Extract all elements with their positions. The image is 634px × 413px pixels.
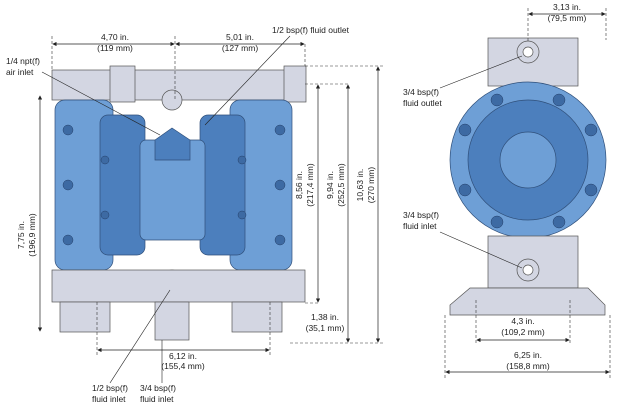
height-left-in: 7,75 in.	[16, 221, 26, 249]
left-foot	[59, 301, 111, 333]
side-outlet-line1: 3/4 bsp(f)	[403, 87, 439, 97]
base-height-mm: (35,1 mm)	[306, 323, 345, 333]
air-inlet-line1: 1/4 npt(f)	[6, 56, 40, 66]
fluid-inlet-tq-line1: 3/4 bsp(f)	[140, 383, 176, 393]
side-view	[449, 37, 607, 316]
bottom-manifold	[51, 269, 306, 303]
side-top-width-in: 3,13 in.	[553, 2, 581, 12]
side-base-width-in: 6,25 in.	[514, 350, 542, 360]
base-width-mm: (155,4 mm)	[161, 361, 205, 371]
base-height-in: 1,38 in.	[311, 312, 339, 322]
height-a-in: 8,56 in.	[294, 171, 304, 199]
side-inlet-line1: 3/4 bsp(f)	[403, 210, 439, 220]
side-outlet-line2: fluid outlet	[403, 98, 442, 108]
fluid-outlet-label: 1/2 bsp(f) fluid outlet	[272, 25, 350, 35]
height-b-mm: (252,5 mm)	[336, 163, 346, 207]
side-top-width-mm: (79,5 mm)	[548, 13, 587, 23]
fluid-inlet-half-line2: fluid inlet	[92, 394, 126, 404]
base-width-in: 6,12 in.	[169, 351, 197, 361]
width-left-in: 4,70 in.	[101, 32, 129, 42]
side-base-width-mm: (158,8 mm)	[506, 361, 550, 371]
fluid-inlet-tq-line2: fluid inlet	[140, 394, 174, 404]
foot-width-mm: (109,2 mm)	[501, 327, 545, 337]
foot-width-in: 4,3 in.	[511, 316, 534, 326]
width-left-mm: (119 mm)	[97, 43, 133, 53]
height-a-mm: (217,4 mm)	[305, 163, 315, 207]
front-view	[51, 65, 307, 341]
fluid-inlet-half-line1: 1/2 bsp(f)	[92, 383, 128, 393]
height-c-in: 10,63 in.	[355, 169, 365, 202]
height-left-mm: (196,9 mm)	[27, 213, 37, 257]
width-right-in: 5,01 in.	[226, 32, 254, 42]
inlet-port	[154, 301, 190, 341]
side-inlet-line2: fluid inlet	[403, 221, 437, 231]
base-plate	[449, 287, 606, 316]
height-b-in: 9,94 in.	[325, 171, 335, 199]
air-valve	[154, 127, 191, 161]
right-foot	[231, 301, 283, 333]
width-right-mm: (127 mm)	[222, 43, 259, 53]
air-inlet-line2: air inlet	[6, 67, 34, 77]
height-c-mm: (270 mm)	[366, 167, 376, 204]
